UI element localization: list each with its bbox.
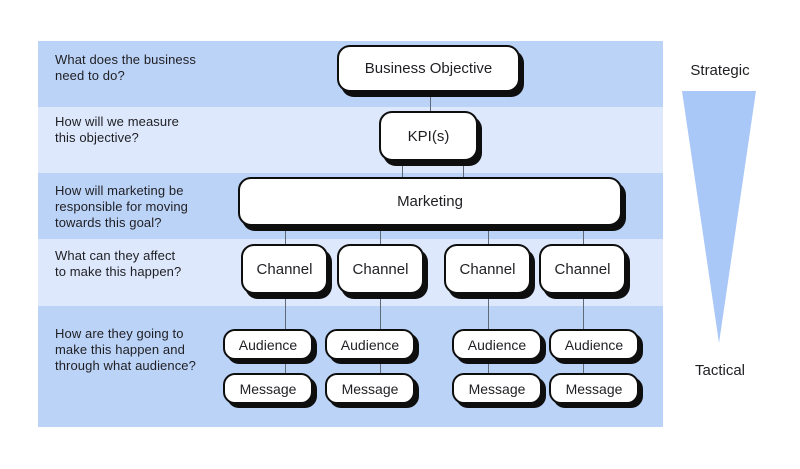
question-marketing: How will marketing be responsible for mo…	[55, 183, 188, 230]
node-audience-4: Audience	[549, 329, 639, 360]
node-kpi: KPI(s)	[379, 111, 478, 161]
connector-line	[285, 280, 286, 340]
funnel-triangle-icon	[682, 91, 756, 343]
node-message-1: Message	[223, 373, 313, 404]
connector-line	[488, 350, 489, 385]
node-message-3: Message	[452, 373, 542, 404]
node-channel-3: Channel	[444, 244, 531, 294]
funnel-label-tactical: Tactical	[694, 362, 746, 379]
connector-line	[285, 210, 286, 255]
node-message-4: Message	[549, 373, 639, 404]
connector-line	[380, 350, 381, 385]
node-channel-4: Channel	[539, 244, 626, 294]
question-audience-message: How are they going to make this happen a…	[55, 326, 196, 373]
connector-line	[285, 350, 286, 385]
connector-line	[380, 280, 381, 340]
connector-line	[463, 150, 464, 185]
node-audience-2: Audience	[325, 329, 415, 360]
node-business-objective: Business Objective	[337, 45, 520, 92]
connector-line	[583, 350, 584, 385]
connector-line	[488, 210, 489, 255]
node-marketing: Marketing	[238, 177, 622, 226]
node-channel-2: Channel	[337, 244, 424, 294]
connector-line	[583, 280, 584, 340]
node-channel-1: Channel	[241, 244, 328, 294]
connector-line	[488, 280, 489, 340]
connector-line	[380, 210, 381, 255]
question-channel: What can they affect to make this happen…	[55, 248, 182, 279]
funnel-label-strategic: Strategic	[690, 62, 750, 79]
node-audience-1: Audience	[223, 329, 313, 360]
node-audience-3: Audience	[452, 329, 542, 360]
question-business-objective: What does the business need to do?	[55, 52, 196, 83]
row-band-kpi	[38, 107, 663, 173]
question-kpi: How will we measure this objective?	[55, 114, 179, 145]
connector-line	[402, 150, 403, 185]
node-message-2: Message	[325, 373, 415, 404]
row-band-audience-message	[38, 306, 663, 427]
connector-line	[430, 80, 431, 120]
connector-line	[583, 210, 584, 255]
